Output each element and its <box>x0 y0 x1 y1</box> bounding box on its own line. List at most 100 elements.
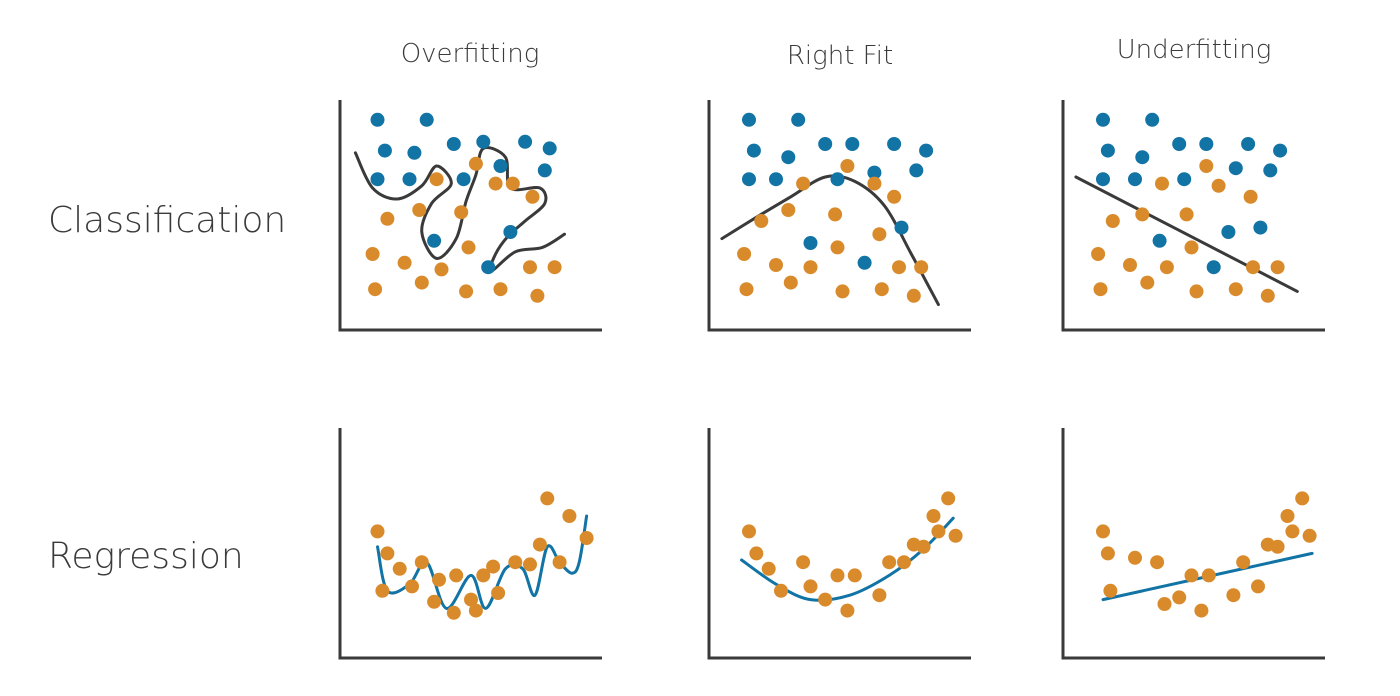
data-point <box>749 546 764 561</box>
data-point-class-a <box>370 172 385 187</box>
data-point-class-b <box>906 288 921 303</box>
data-point-class-a <box>791 112 806 127</box>
data-point <box>1302 528 1317 543</box>
panel-regression-underfitting <box>1061 428 1325 660</box>
data-point <box>1184 568 1199 583</box>
data-point-class-b <box>1179 207 1194 222</box>
data-point-class-b <box>914 260 929 275</box>
data-point-class-a <box>818 137 833 151</box>
data-point <box>742 524 756 539</box>
data-point-class-b <box>493 282 508 297</box>
panel-classification-right-fit <box>707 100 971 332</box>
data-point-class-a <box>894 220 909 235</box>
data-point-class-b <box>872 227 887 242</box>
data-point-class-b <box>397 255 412 270</box>
data-point-class-b <box>414 275 429 290</box>
data-point-class-a <box>427 233 442 248</box>
data-point-class-a <box>1135 150 1150 165</box>
data-point <box>916 539 931 554</box>
data-point-class-a <box>1263 163 1278 178</box>
data-point-class-b <box>754 214 769 228</box>
row-title-regression: Regression <box>48 536 244 577</box>
data-point <box>414 555 429 570</box>
data-point-class-a <box>446 137 461 151</box>
data-point <box>830 568 845 583</box>
data-point-class-b <box>892 260 906 275</box>
data-point <box>931 524 946 539</box>
data-point-class-b <box>454 205 469 220</box>
data-point <box>370 524 385 539</box>
data-point-class-a <box>1096 112 1110 127</box>
data-point <box>432 572 446 587</box>
column-title-overfitting: Overfitting <box>401 39 540 69</box>
data-point-class-b <box>1228 282 1243 297</box>
data-point-class-a <box>919 143 934 158</box>
data-point <box>532 537 547 552</box>
data-point-class-a <box>1253 220 1268 235</box>
data-point <box>1194 603 1209 618</box>
column-title-right-fit: Right Fit <box>787 41 893 71</box>
panel-classification-overfitting <box>338 100 602 332</box>
data-point-class-b <box>769 258 783 272</box>
data-point <box>476 568 491 583</box>
data-point-class-a <box>781 150 796 165</box>
data-point-class-b <box>468 156 483 171</box>
data-point-class-b <box>1246 260 1260 275</box>
data-point-class-b <box>368 282 383 297</box>
data-point <box>486 559 501 574</box>
data-point <box>449 568 464 583</box>
data-point-class-b <box>461 240 476 255</box>
data-point <box>1280 509 1295 523</box>
data-point <box>405 579 419 594</box>
data-point-class-a <box>857 255 872 270</box>
data-point-class-a <box>370 112 385 127</box>
data-point <box>552 555 567 570</box>
data-point <box>872 588 887 603</box>
data-point-class-a <box>909 163 924 178</box>
data-point-class-a <box>1145 112 1160 127</box>
data-point-class-a <box>542 141 557 156</box>
data-point <box>1172 590 1187 605</box>
data-point-class-a <box>1152 233 1167 248</box>
data-point-class-a <box>1096 172 1110 187</box>
data-point-class-a <box>1100 143 1115 158</box>
data-point <box>761 561 776 576</box>
data-point-class-b <box>830 240 845 255</box>
data-point <box>1295 491 1310 506</box>
data-point <box>1201 568 1216 583</box>
data-point <box>375 583 390 598</box>
data-point-class-a <box>746 143 761 158</box>
data-point-class-a <box>742 112 756 127</box>
data-point-class-b <box>874 282 889 297</box>
data-point <box>926 509 941 523</box>
data-point-class-b <box>1184 240 1199 255</box>
data-point <box>464 592 478 607</box>
data-point-class-a <box>1221 225 1236 239</box>
data-point-class-b <box>1159 260 1174 275</box>
data-point-class-b <box>796 176 811 191</box>
regression-fit-line <box>376 514 589 610</box>
data-point-class-a <box>456 172 471 187</box>
data-point-class-b <box>1155 176 1169 191</box>
data-point <box>1251 579 1265 594</box>
data-point <box>491 586 506 600</box>
data-point <box>562 509 577 523</box>
data-point-class-b <box>488 176 503 191</box>
data-point-class-a <box>419 112 434 127</box>
data-point <box>897 555 911 570</box>
data-point-class-a <box>887 137 902 151</box>
data-point <box>540 491 555 506</box>
data-point-class-a <box>742 172 756 187</box>
data-point-class-a <box>1199 137 1214 151</box>
data-point-class-b <box>1211 178 1226 193</box>
data-point <box>392 561 407 576</box>
data-point <box>774 583 788 598</box>
data-point <box>1236 555 1251 570</box>
data-point-class-b <box>412 203 427 217</box>
data-point-class-b <box>547 260 562 275</box>
data-point-class-a <box>830 172 845 187</box>
data-point-class-b <box>803 260 818 275</box>
data-point-class-b <box>1243 189 1258 204</box>
data-point-class-a <box>518 134 533 149</box>
data-point <box>882 555 897 570</box>
